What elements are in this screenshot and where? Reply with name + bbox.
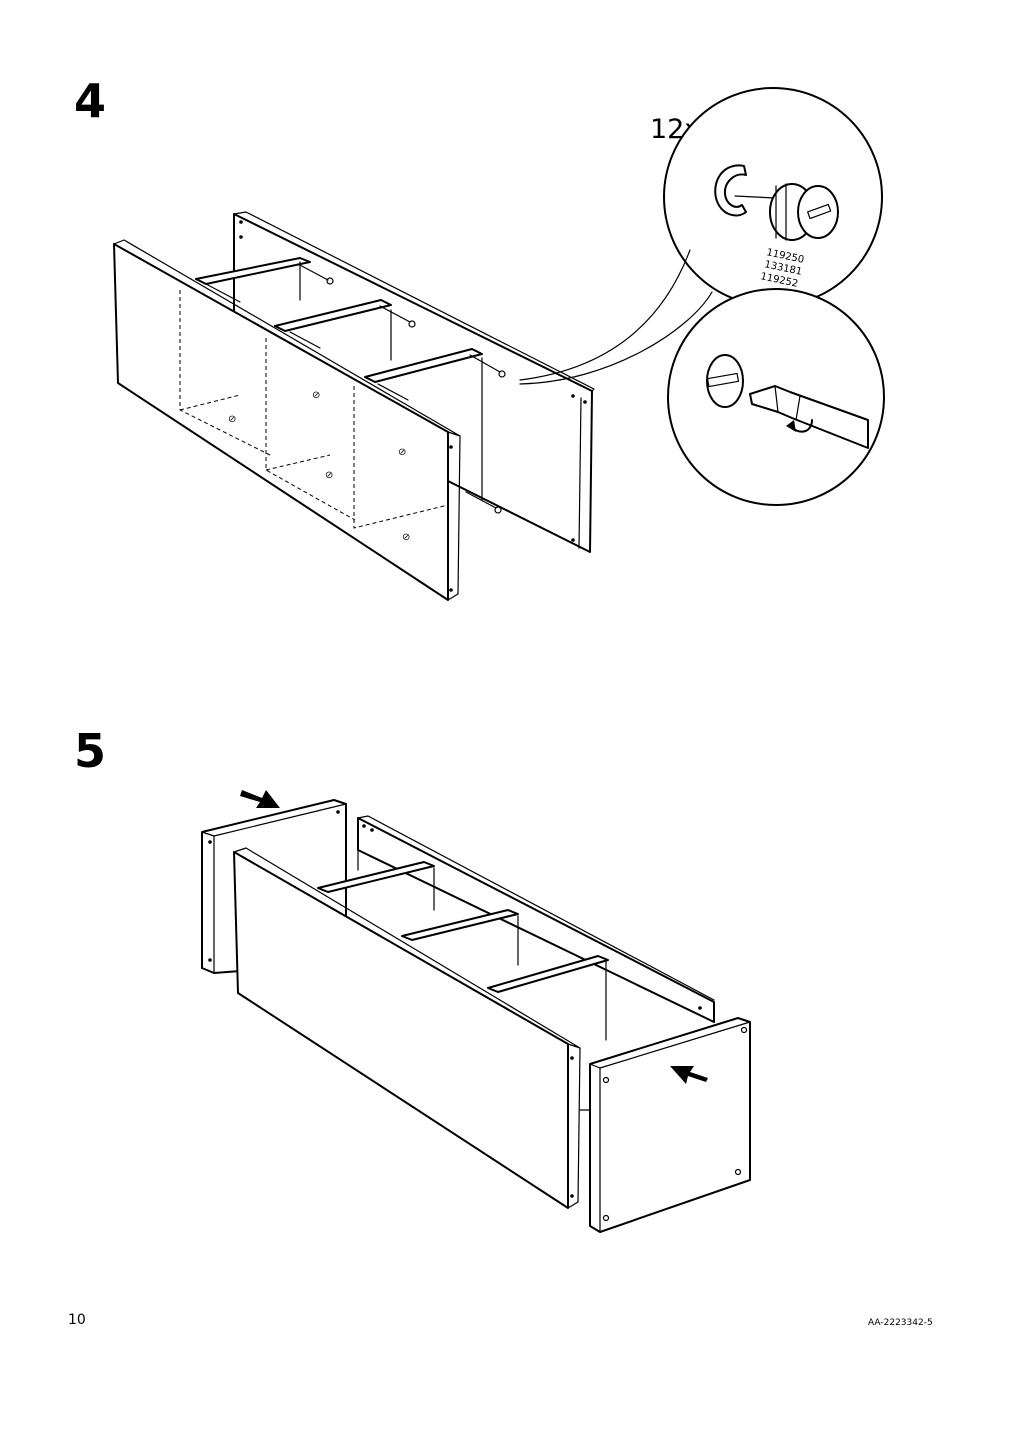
svg-text:⊘: ⊘ [228,414,236,425]
svg-text:⊘: ⊘ [312,390,320,401]
svg-text:⊘: ⊘ [398,447,406,458]
shelves-5 [317,849,609,1041]
shelves [195,257,483,501]
cam-lock-fitting-icon [769,183,839,241]
push-arrow-icon [240,790,708,1084]
step-4-number: 4 [74,74,107,128]
step-4-illustration: ⊘ ⊘ ⊘ ⊘ ⊘ 119250 133181 119252 [113,87,885,601]
step-5-illustration [201,790,751,1233]
document-code: AA-2223342-5 [868,1318,933,1328]
back-panel-5 [357,815,715,1023]
screwdriver-detail [667,288,885,506]
front-panel-5 [233,847,591,1209]
page-number: 10 [68,1312,86,1328]
svg-text:⊘: ⊘ [402,532,410,543]
step-5-number: 5 [74,724,107,778]
cam-screws [205,263,506,514]
right-end-panel [589,1017,751,1233]
callout-leader [519,249,713,385]
front-panel: ⊘ ⊘ ⊘ ⊘ ⊘ [113,239,461,601]
svg-text:⊘: ⊘ [325,470,333,481]
screwdriver-icon [749,385,869,449]
cam-lock-detail: 119250 133181 119252 [663,87,883,307]
